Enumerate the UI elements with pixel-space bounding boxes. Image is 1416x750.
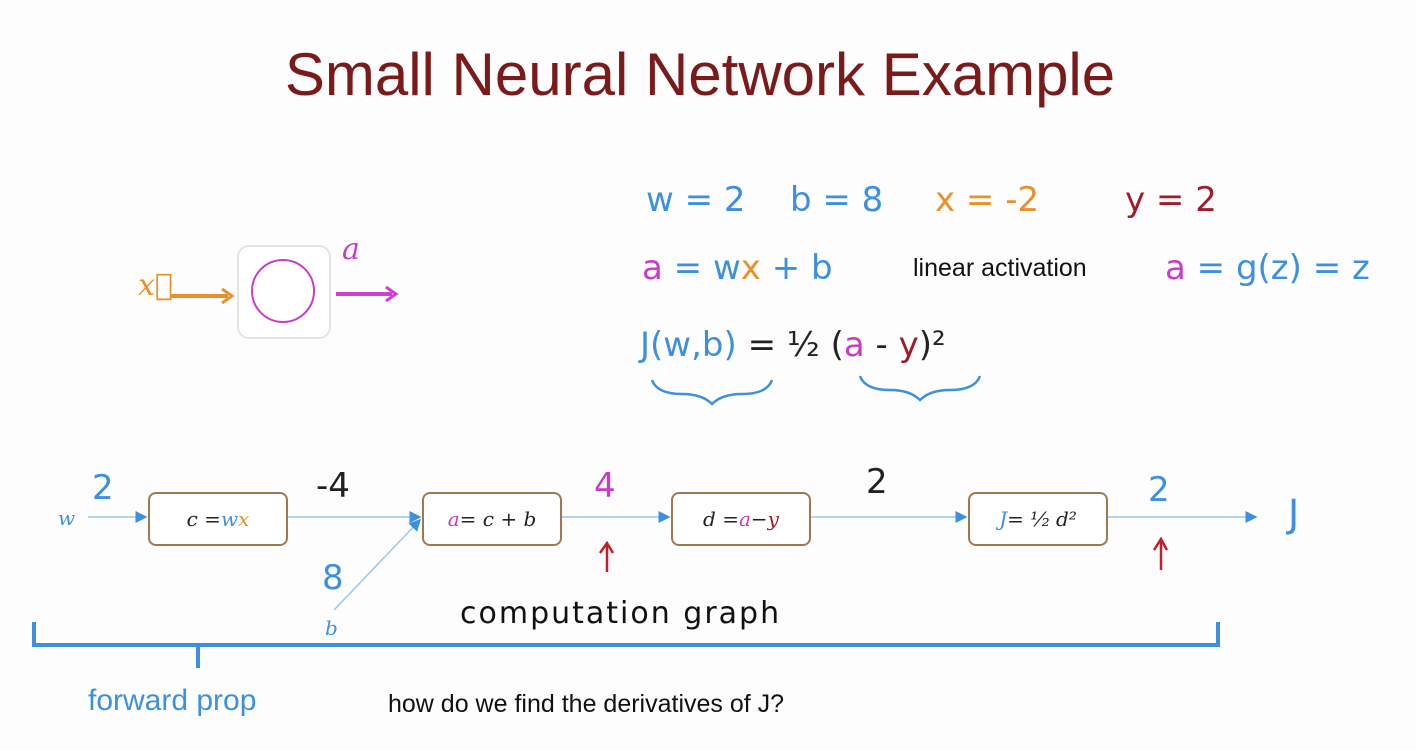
cost-end: )² [918,325,946,365]
node-d: d = a − y [671,492,811,546]
eq-w: = w [662,248,741,288]
eq-a: a [642,248,663,288]
edge-value-j: 2 [1148,470,1170,510]
red-arrow-up [1152,536,1169,570]
input-b-value: 8 [322,558,344,598]
node-text: c = [186,507,221,531]
equation-g: a = g(z) = z [1165,248,1370,288]
cost-equation: J(w,b) = ½ (a - y)² [640,325,946,365]
neuron-output-a: a [342,232,360,267]
brace-ay [858,375,982,402]
node-text: a [447,507,460,531]
cost-a: a [843,325,865,365]
node-text: w [220,507,239,531]
computation-graph-label: computation graph [460,596,782,631]
red-arrow-up [598,540,615,572]
node-text: x [238,507,250,531]
param-w: w = 2 [646,180,746,220]
edge-value-a: 4 [594,466,616,506]
eq-g-rest: = g(z) = z [1185,248,1370,288]
input-w: w [58,506,76,530]
param-b: b = 8 [790,180,884,220]
node-text: y [767,507,779,531]
brace-jwb [650,379,774,406]
output-j: J [1288,492,1300,536]
input-b: b [325,616,338,640]
eq-g-a: a [1165,248,1186,288]
node-a: a = c + b [422,492,562,546]
cost-lhs: J(w,b) [640,325,737,365]
forward-prop-bracket [32,622,1220,668]
neuron-circle [251,259,315,323]
question-text: how do we find the derivatives of J? [388,690,785,718]
param-x: x = -2 [935,180,1040,220]
node-text: = c + b [459,507,537,531]
node-text: d = [703,507,739,531]
neuron-box [237,245,331,339]
eq-b: + b [760,248,833,288]
forward-prop-label: forward prop [88,684,257,717]
input-w-value: 2 [92,468,114,508]
cost-minus: - [864,325,899,365]
param-y: y = 2 [1125,180,1217,220]
edge-value-c: -4 [316,466,350,506]
neuron-input-x: x⃗ [138,268,173,303]
cost-mid: = ½ ( [736,325,844,365]
activation-label: linear activation [913,254,1087,282]
node-text: = ¹⁄₂ d² [1007,507,1077,531]
node-text: a [738,507,751,531]
node-text: J [999,507,1008,531]
equation-a: a = wx + b [642,248,833,288]
edge-value-d: 2 [866,462,888,502]
eq-x: x [740,248,761,288]
node-text: − [750,507,768,531]
cost-y: y [898,325,919,365]
slide-title: Small Neural Network Example [284,41,1116,108]
node-j: J = ¹⁄₂ d² [968,492,1108,546]
